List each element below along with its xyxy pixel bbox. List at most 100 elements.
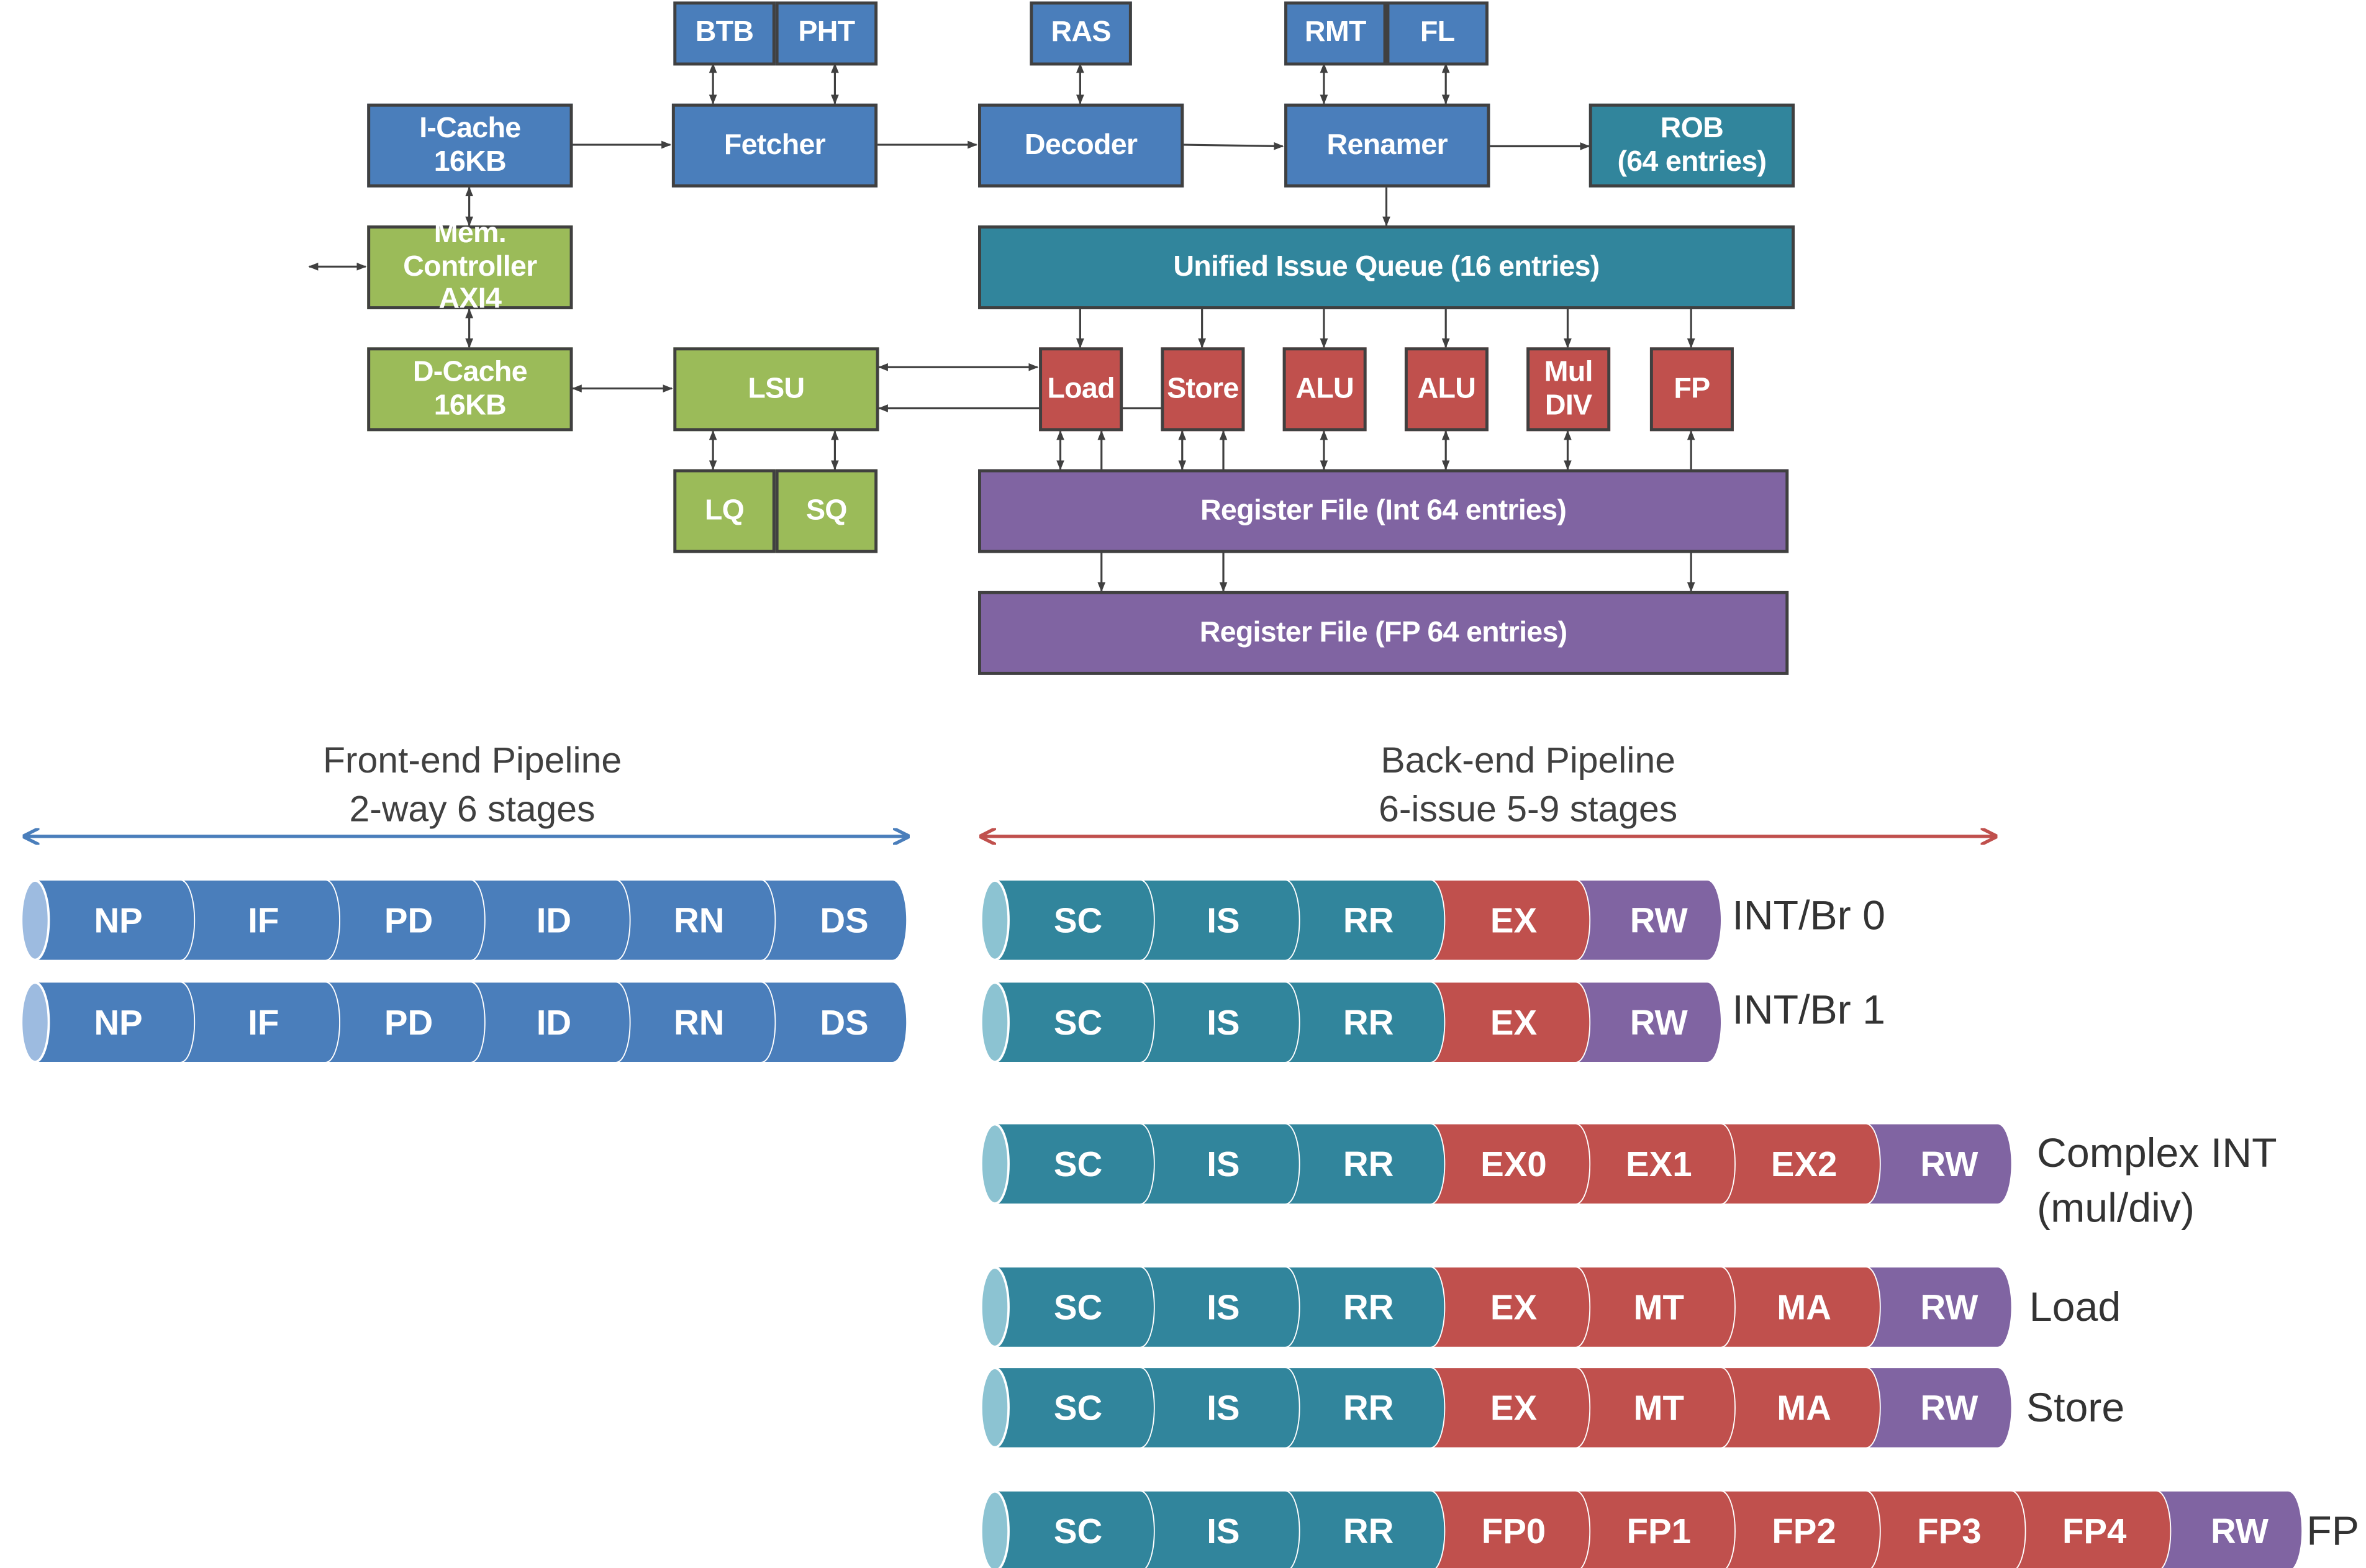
stage-label: RN <box>674 1003 724 1042</box>
stage-label: RW <box>1920 1288 1978 1327</box>
rob-block: ROB (64 entries) <box>1589 103 1795 188</box>
stage-label: RR <box>1343 1003 1394 1042</box>
stage-label: IS <box>1207 1388 1240 1427</box>
stage-label: MA <box>1777 1288 1831 1327</box>
stage-segment-ma <box>1721 1368 1880 1448</box>
stage-segment-ma <box>1721 1267 1880 1347</box>
lsu-block: LSU <box>673 347 879 432</box>
back-end-row-1: RW EX RR IS SC <box>980 981 1721 1063</box>
stage-label: MT <box>1634 1388 1684 1427</box>
front-end-title: Front-end Pipeline 2-way 6 stages <box>322 740 622 831</box>
stage-label: FP3 <box>1917 1511 1981 1551</box>
stage-segment-rw <box>1575 982 1721 1062</box>
alu-unit-0: ALU <box>1282 347 1367 432</box>
stage-segment-pd <box>325 881 484 960</box>
mem-controller-block: Mem. Controller AXI4 <box>367 217 573 316</box>
stage-label: EX <box>1490 1288 1538 1327</box>
stage-cap <box>20 981 50 1063</box>
stage-segment-rn <box>615 881 775 960</box>
stage-label: IF <box>248 900 279 940</box>
stage-label: RW <box>2211 1511 2269 1551</box>
stage-label: IS <box>1207 1288 1240 1327</box>
stage-segment-rw <box>2156 1491 2302 1568</box>
stage-label: FP1 <box>1627 1511 1691 1551</box>
load-unit: Load <box>1039 347 1123 432</box>
stage-label: IS <box>1207 900 1240 940</box>
row-label-int-br-0: INT/Br 0 <box>1732 892 1885 939</box>
stage-segment-ex <box>1430 1368 1590 1448</box>
stage-label: RR <box>1343 1511 1394 1551</box>
stage-segment-np <box>35 881 194 960</box>
stage-label: RW <box>1920 1388 1978 1427</box>
stage-segment-is <box>1140 1267 1299 1347</box>
stage-segment-mt <box>1575 1368 1735 1448</box>
stage-label: EX0 <box>1480 1144 1547 1184</box>
stage-segment-rr <box>1285 1267 1444 1347</box>
stage-segment-is <box>1140 982 1299 1062</box>
row-label-load: Load <box>2029 1284 2121 1330</box>
stage-segment-mt <box>1575 1267 1735 1347</box>
stage-label: MA <box>1777 1388 1831 1427</box>
stage-segment-fp0 <box>1430 1491 1590 1568</box>
back-end-title: Back-end Pipeline 6-issue 5-9 stages <box>1379 740 1678 831</box>
stage-segment-rw <box>1865 1267 2011 1347</box>
stage-cap <box>980 879 1010 961</box>
dcache-block: D-Cache 16KB <box>367 347 573 432</box>
stage-label: IS <box>1207 1511 1240 1551</box>
muldiv-unit: Mul DIV <box>1526 347 1611 432</box>
rmt-block: RMT <box>1284 1 1387 66</box>
stage-segment-is <box>1140 881 1299 960</box>
stage-segment-ex <box>1430 982 1590 1062</box>
stage-label: IS <box>1207 1003 1240 1042</box>
icache-block: I-Cache 16KB <box>367 103 573 188</box>
stage-segment-rr <box>1285 1124 1444 1204</box>
stage-segment-np <box>35 982 194 1062</box>
issue-queue-block: Unified Issue Queue (16 entries) <box>978 225 1795 310</box>
stage-segment-is <box>1140 1124 1299 1204</box>
decoder-block: Decoder <box>978 103 1184 188</box>
row-label-store: Store <box>2026 1385 2125 1431</box>
renamer-block: Renamer <box>1284 103 1490 188</box>
stage-segment-rr <box>1285 1491 1444 1568</box>
stage-segment-rr <box>1285 1368 1444 1448</box>
stage-cap <box>980 1367 1010 1449</box>
btb-block: BTB <box>673 1 776 66</box>
stage-label: EX1 <box>1626 1144 1692 1184</box>
stage-segment-is <box>1140 1491 1299 1568</box>
stage-segment-sc <box>995 1491 1154 1568</box>
stage-label: PD <box>384 900 433 940</box>
stage-label: DS <box>820 900 868 940</box>
stage-segment-sc <box>995 1124 1154 1204</box>
stage-label: EX <box>1490 1003 1538 1042</box>
stage-label: IS <box>1207 1144 1240 1184</box>
stage-label: SC <box>1054 1288 1102 1327</box>
stage-label: ID <box>537 900 571 940</box>
stage-segment-rr <box>1285 881 1444 960</box>
fp-unit: FP <box>1649 347 1734 432</box>
arrow-decoder-renamer <box>1184 142 1284 150</box>
stage-label: SC <box>1054 1003 1102 1042</box>
stage-label: RR <box>1343 900 1394 940</box>
stage-segment-fp3 <box>1865 1491 2025 1568</box>
stage-segment-if <box>180 881 340 960</box>
stage-segment-ex1 <box>1575 1124 1735 1204</box>
stage-segment-if <box>180 982 340 1062</box>
stage-segment-pd <box>325 982 484 1062</box>
stage-segment-sc <box>995 982 1154 1062</box>
row-label-fp: FP <box>2306 1508 2359 1554</box>
stage-cap <box>980 1490 1010 1568</box>
regfile-fp-block: Register File (FP 64 entries) <box>978 591 1789 675</box>
stage-label: SC <box>1054 1388 1102 1427</box>
stage-label: MT <box>1634 1288 1684 1327</box>
stage-cap <box>20 879 50 961</box>
stage-label: RW <box>1630 1003 1688 1042</box>
stage-segment-is <box>1140 1368 1299 1448</box>
stage-segment-ex2 <box>1721 1124 1880 1204</box>
stage-segment-rr <box>1285 982 1444 1062</box>
stage-segment-sc <box>995 881 1154 960</box>
